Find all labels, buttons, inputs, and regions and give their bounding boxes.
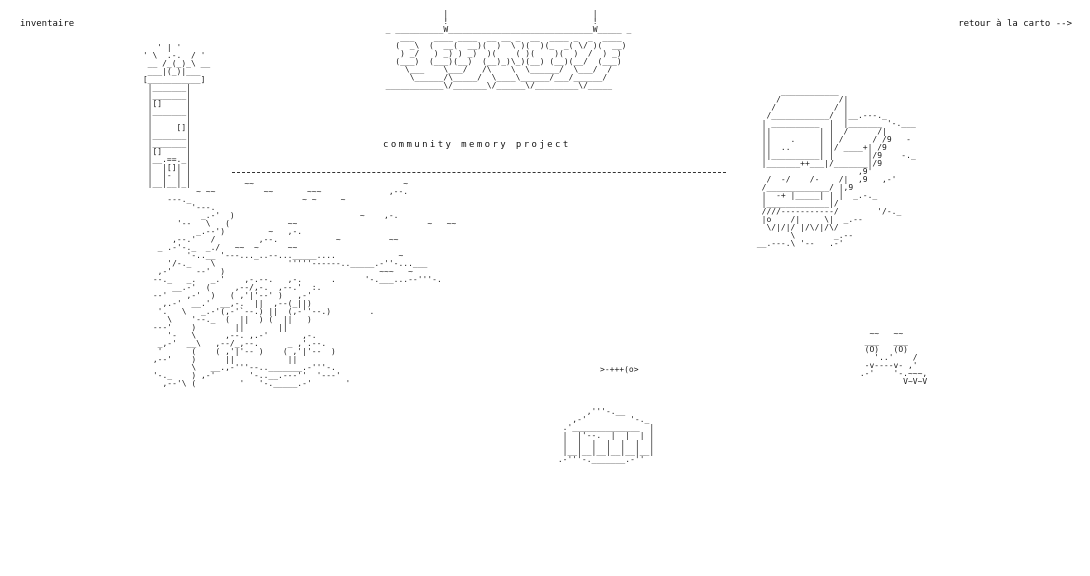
back-to-map-link[interactable]: retour à la carto -->	[958, 19, 1072, 29]
lighthouse-tower-art: ' | ' ' \ .-. / ' __ /_(_)_\ __ ___|(_)|…	[142, 43, 211, 188]
inventory-link[interactable]: inventaire	[20, 19, 75, 29]
old-computer-art: ____________ / /| / / | /____________/ |…	[756, 87, 916, 248]
title-ascii-banner: | | ! ! _ __________W___________________…	[385, 9, 632, 90]
ship-art: >-+++(o>	[600, 365, 639, 374]
hut-art: ,'''-.__ ,-' '-._ .'______________ | | |…	[557, 407, 655, 464]
title-subtitle: community memory project	[383, 140, 571, 150]
island-scene-art: ~~ ~ ~ ~~ ~~ ~~~ ,--. ---._ ~ ~ ~ '---. …	[152, 179, 457, 388]
sea-horizon-line	[232, 172, 726, 173]
skull-cliff-art: ~~ ~~ ___ ___ (O) (O) '..' / -v----v- ,'…	[859, 329, 928, 386]
